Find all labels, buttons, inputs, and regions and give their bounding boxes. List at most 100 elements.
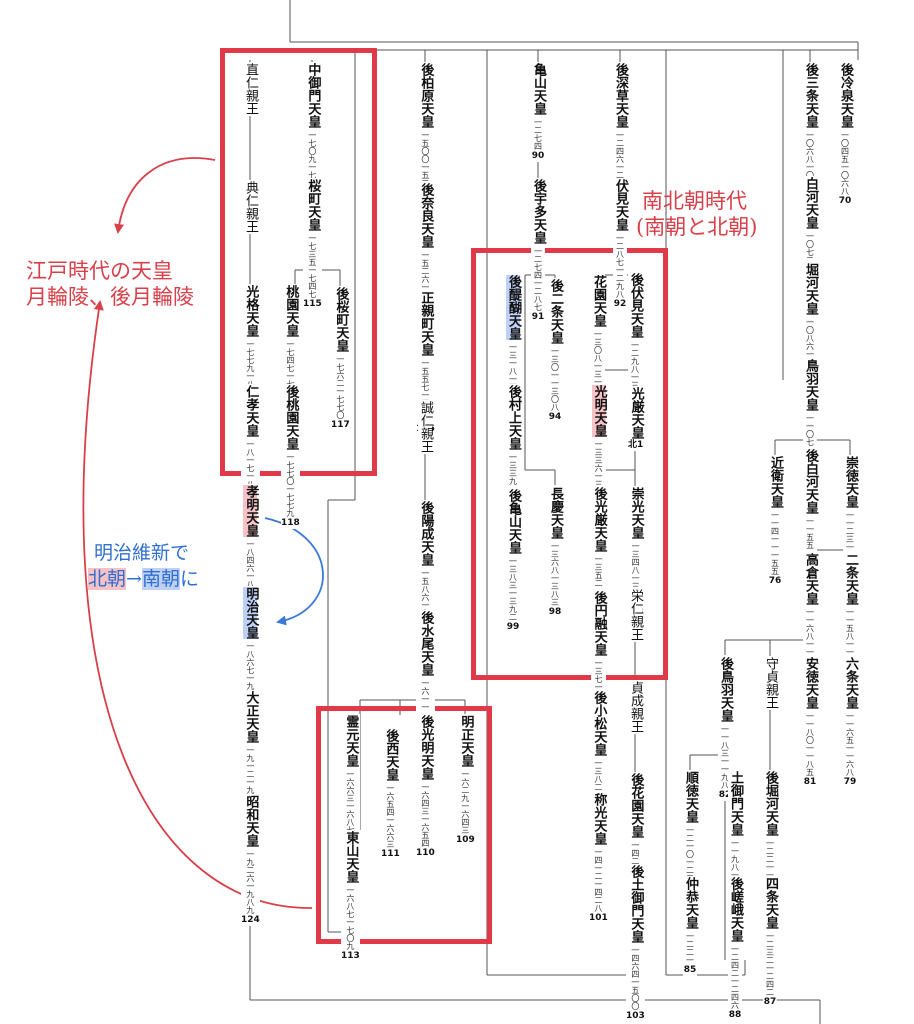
node-name: 伏見天皇 xyxy=(613,179,628,231)
node-years: 一八四六一八六六 xyxy=(245,540,255,604)
node-number: 76 xyxy=(768,576,782,586)
node-name: 大正天皇 xyxy=(243,691,259,743)
meiji-annotation-line1: 明治維新で xyxy=(94,542,190,564)
node-number: 87 xyxy=(763,997,777,1007)
nanboku-annotation: 南北朝時代 (南朝と北朝) xyxy=(636,188,757,240)
node-name: 近衛天皇 xyxy=(768,456,783,508)
node-name: 後水尾天皇 xyxy=(418,611,434,676)
node-years: 一五二六一五五七 xyxy=(420,251,430,315)
node-name: 崇光天皇 xyxy=(628,487,644,539)
node-name: 鳥羽天皇 xyxy=(803,359,818,411)
node-gofushimi: 後伏見天皇一二九八一三〇一93 xyxy=(628,272,643,417)
node-name: 後醍醐天皇 xyxy=(506,275,521,340)
nanboku-annotation-line2: (南朝と北朝) xyxy=(636,215,758,239)
node-name: 花園天皇 xyxy=(591,275,606,327)
node-name: 後花園天皇 xyxy=(628,773,644,838)
node-number: 109 xyxy=(456,835,475,845)
node-name: 後村上天皇 xyxy=(506,385,521,450)
node-name: 貞成親王 xyxy=(628,681,643,733)
node-name: 仲恭天皇 xyxy=(683,877,698,929)
node-name: 明正天皇 xyxy=(458,715,474,767)
node-years: 一九一二一九二六 xyxy=(245,746,255,810)
node-komyo: 光明天皇一三三六一三四八北2 xyxy=(591,384,607,516)
node-years: 一六八七一七〇九 xyxy=(345,886,355,950)
node-meiji: 明治天皇一八六七一九一二122 xyxy=(241,586,260,718)
node-years: 一七三五一七四七 xyxy=(307,234,317,298)
node-number: 88 xyxy=(728,1010,742,1020)
node-years: 一三三六一三四八 xyxy=(594,440,604,504)
node-years: 一二七四 xyxy=(533,118,543,150)
node-name: 孝明天皇 xyxy=(243,485,259,537)
node-number: 81 xyxy=(803,777,817,787)
node-number: 99 xyxy=(506,622,520,632)
node-nakamikado: 中御門天皇一七〇九一七三五114 xyxy=(303,62,322,207)
node-years: 一一八〇一一八五 xyxy=(805,712,815,776)
node-years: 一五五七一五八六 xyxy=(420,359,430,423)
node-number: 79 xyxy=(843,777,857,787)
node-name: 二条天皇 xyxy=(843,553,858,605)
node-sadafusa: 貞成親王 xyxy=(628,680,643,734)
node-number: 124 xyxy=(241,915,260,925)
node-name: 四条天皇 xyxy=(763,877,778,929)
node-years: 一一六五一一六八 xyxy=(845,712,855,776)
node-name: 後二条天皇 xyxy=(548,279,563,344)
nanbokucho-box xyxy=(471,248,668,680)
node-years: 一一八三一一九八 xyxy=(720,725,730,789)
node-number: 70 xyxy=(838,196,852,206)
node-years: 一五〇〇一五二六 xyxy=(420,131,430,195)
node-ogimachi: 正親町天皇一五五七一五八六106 xyxy=(416,290,435,435)
node-number: 北1 xyxy=(628,440,644,450)
node-years: 一七七〇一七七九 xyxy=(285,453,295,517)
node-number: 117 xyxy=(331,420,350,430)
node-momozono: 桃園天皇一七四七一七六二116 xyxy=(281,284,300,416)
node-name: 霊元天皇 xyxy=(343,715,359,767)
node-sukehito: 典仁親王 xyxy=(243,180,258,234)
node-years: 一三五二一三七一 xyxy=(594,555,604,619)
node-years: 一三四八一三五一 xyxy=(631,542,641,606)
node-name: 昭和天皇 xyxy=(243,795,259,847)
node-name: 順徳天皇 xyxy=(683,771,698,823)
node-years: 一三八二一四一二 xyxy=(593,759,603,823)
node-name: 後堀河天皇 xyxy=(763,771,778,836)
node-reigen: 霊元天皇一六六三一六八七112 xyxy=(341,714,360,846)
node-name: 後柏原天皇 xyxy=(418,63,434,128)
node-name: 直仁親王 xyxy=(243,63,258,115)
node-name: 崇徳天皇 xyxy=(843,456,858,508)
node-name: 亀山天皇 xyxy=(531,63,546,115)
node-komei: 孝明天皇一八四六一八六六121 xyxy=(241,484,260,616)
node-years: 一一六八一一八〇 xyxy=(805,608,815,672)
meiji-arrow: → xyxy=(126,568,142,590)
edo-annotation-line2: 月輪陵、後月輪陵 xyxy=(26,285,194,309)
meiji-annotation-line2: 北朝→南朝に xyxy=(88,566,199,592)
node-name: 栄仁親王 xyxy=(628,589,643,641)
node-number: 91 xyxy=(531,312,545,322)
node-years: 一三八三一三九二 xyxy=(508,557,518,621)
node-goyozei: 後陽成天皇一五八六一六一一107 xyxy=(416,500,435,645)
node-name: 典仁親王 xyxy=(243,181,258,233)
node-years: 一六一一一六二九 xyxy=(420,679,430,743)
node-juntoku: 順徳天皇一二一〇一二二一84 xyxy=(683,770,698,902)
node-years: 一六六三一六八七 xyxy=(345,770,355,834)
node-name: 後宇多天皇 xyxy=(531,179,546,244)
node-name: 後白河天皇 xyxy=(803,449,818,514)
node-name: 後深草天皇 xyxy=(613,63,628,128)
node-years: 一二三二一二四二 xyxy=(765,932,775,996)
node-name: 後亀山天皇 xyxy=(506,489,521,554)
node-name: 長慶天皇 xyxy=(548,487,563,539)
